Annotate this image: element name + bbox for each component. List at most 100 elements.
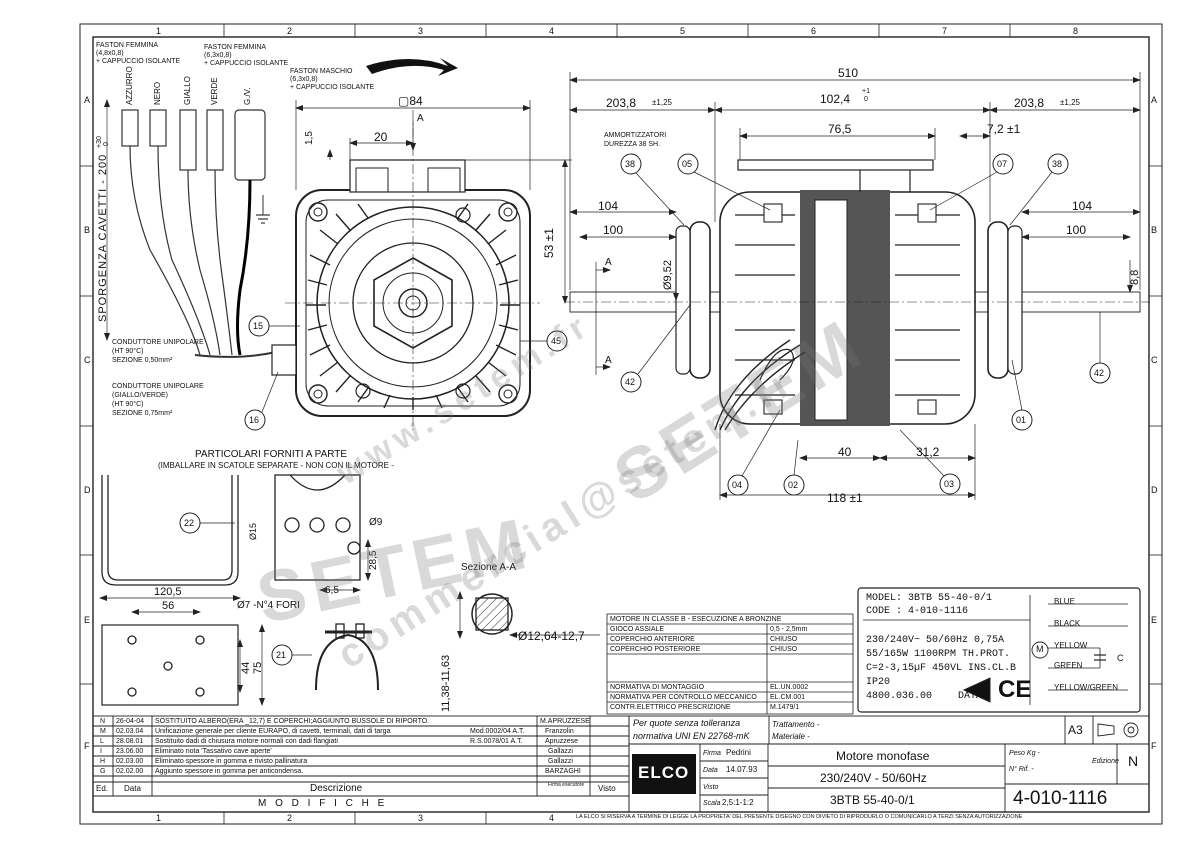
section-mark-a-top: A xyxy=(417,113,424,124)
zone-col-5: 5 xyxy=(680,26,686,36)
specs-r8-c1: M.1479/1 xyxy=(770,704,800,711)
rev-g-date: 02.02.00 xyxy=(116,768,144,775)
elco-logo-text: ELCO xyxy=(638,763,690,782)
faston-female-63-label: FASTON FEMMINA (6,3x0,8) + CAPPUCCIO ISO… xyxy=(204,44,289,67)
faston-female-48-label: FASTON FEMMINA (4,8x0,8) + CAPPUCCIO ISO… xyxy=(96,42,181,65)
specs-r7-c0: NORMATIVA PER CONTROLLO MECCANICO xyxy=(610,694,757,701)
visto-label: Visto xyxy=(703,784,719,791)
nameplate-line-4: IP20 xyxy=(866,677,891,688)
dim-31-2: 31,2 xyxy=(916,445,940,459)
wire-green: GREEN xyxy=(1054,661,1083,670)
rev-h-firma: Gallazzi xyxy=(548,758,573,765)
callout-01: 01 xyxy=(1016,415,1027,425)
zone-col-8: 8 xyxy=(1073,26,1079,36)
zone-col-2: 2 xyxy=(287,26,293,36)
specs-r7-c1: EL.CM.001 xyxy=(770,694,806,701)
section-aa-label: Sezione A-A xyxy=(461,562,517,573)
parts-subtitle: (IMBALLARE IN SCATOLE SEPARATE - NON CON… xyxy=(158,461,394,470)
rev-i-ed: I xyxy=(100,748,102,755)
dim-203-left-tol: ±1,25 xyxy=(652,98,672,107)
wire-black: BLACK xyxy=(1054,619,1081,628)
zone-col-4: 4 xyxy=(549,26,555,36)
dim-203-right: 203,8 xyxy=(1014,96,1045,110)
drawing-subtitle: 230/240V - 50/60Hz xyxy=(820,771,927,785)
rev-h-ed: H xyxy=(100,758,106,765)
rev-l-ref: R.S.0078/01 A.T. xyxy=(470,738,523,745)
dim-120-5: 120,5 xyxy=(154,586,182,598)
sporgenza-cavetti-label: SPORGENZA CAVETTI - 200 xyxy=(97,153,109,322)
zone-col-3-bottom: 3 xyxy=(418,813,424,823)
dim-44: 44 xyxy=(240,661,252,674)
rev-g-ed: G xyxy=(100,768,106,775)
specs-r3-c0: COPERCHIO POSTERIORE xyxy=(610,646,701,653)
rev-g-desc: Aggiunto spessore in gomma per anticonde… xyxy=(155,768,304,775)
specs-r0-c0: MOTORE IN CLASSE B - ESECUZIONE A BRONZI… xyxy=(610,616,782,623)
rev-n-desc: SOSTITUITO ALBERO(ERA _12,7) E COPERCHI;… xyxy=(155,718,430,725)
zone-row-c: C xyxy=(84,355,91,365)
callout-16: 16 xyxy=(249,415,260,425)
elco-logo xyxy=(632,754,696,794)
dim-75: 75 xyxy=(252,661,264,674)
callout-38-right: 38 xyxy=(1052,159,1063,169)
drawing-title: Motore monofase xyxy=(836,749,930,763)
dim-203-left: 203,8 xyxy=(606,96,637,110)
callout-leaders xyxy=(200,171,1101,656)
rev-i-date: 23.06.00 xyxy=(116,748,144,755)
zone-row-c-right: C xyxy=(1151,355,1158,365)
sporgenza-tolerance: +30 0 xyxy=(96,136,110,148)
zone-row-e-right: E xyxy=(1151,615,1158,625)
rev-h-desc: Eliminato spessore in gomma e rivisto pa… xyxy=(155,758,308,765)
specs-table-frame xyxy=(606,613,854,715)
title-block-frame xyxy=(92,715,1150,813)
edizione-value: N xyxy=(1128,753,1139,769)
rev-header-desc: Descrizione xyxy=(310,783,363,794)
zone-row-a-right: A xyxy=(1151,95,1158,105)
data-value: 14.07.93 xyxy=(726,765,758,774)
rif-label: N° Rif. - xyxy=(1009,766,1034,773)
dim-102-tol: +1 0 xyxy=(862,88,870,103)
specs-r3-c1: CHIUSO xyxy=(770,646,798,653)
section-mark-a-upper: A xyxy=(605,257,612,268)
dim-76-5: 76,5 xyxy=(828,122,852,136)
edizione-label: Edizione xyxy=(1092,758,1119,765)
rev-i-desc: Eliminato nota 'Tassativo cave aperte' xyxy=(155,748,272,755)
callout-45: 45 xyxy=(551,336,562,346)
sheet-format: A3 xyxy=(1068,723,1083,737)
specs-r2-c1: CHIUSO xyxy=(770,636,798,643)
rev-n-firma: M.APRUZZESE xyxy=(540,718,590,725)
zone-col-4-bottom: 4 xyxy=(549,813,555,823)
cable-harness xyxy=(104,99,277,358)
faston-male-63-label: FASTON MASCHIO (6,3x0,8) + CAPPUCCIO ISO… xyxy=(290,68,375,91)
specs-r1-c1: 0,5 - 2,5mm xyxy=(770,626,808,633)
zone-col-1: 1 xyxy=(156,26,162,36)
parts-title: PARTICOLARI FORNITI A PARTE xyxy=(195,449,348,460)
rev-i-firma: Gallazzi xyxy=(548,748,573,755)
wire-yellow-green: YELLOW/GREEN xyxy=(1054,683,1119,692)
specs-r6-c0: NORMATIVA DI MONTAGGIO xyxy=(610,684,705,691)
rev-m-ed: M xyxy=(100,728,106,735)
motor-front-view xyxy=(271,100,572,430)
rev-g-firma: BARZAGHI xyxy=(545,768,581,775)
zone-col-2-bottom: 2 xyxy=(287,813,293,823)
section-mark-a-lower: A xyxy=(605,355,612,366)
zone-row-b: B xyxy=(84,225,91,235)
zone-row-d-right: D xyxy=(1151,485,1158,495)
dim-100-right: 100 xyxy=(1066,223,1087,237)
dim-56: 56 xyxy=(162,600,175,612)
ammortizzatori-label: AMMORTIZZATORI DUREZZA 38 SH. xyxy=(604,132,667,148)
dim-510: 510 xyxy=(838,66,859,80)
zone-col-3: 3 xyxy=(418,26,424,36)
conductor-050-label: CONDUTTORE UNIPOLARE (HT 90°C) SEZIONE 0… xyxy=(112,339,204,364)
peso-label: Peso Kg - xyxy=(1009,750,1040,757)
wire-azzurro-label: AZZURRO xyxy=(125,66,134,105)
firma-label: Firma xyxy=(703,750,721,757)
dim-102: 102,4 xyxy=(820,92,851,106)
specs-r2-c0: COPERCHIO ANTERIORE xyxy=(610,636,695,643)
conductor-075-label: CONDUTTORE UNIPOLARE (GIALLO/VERDE) (HT … xyxy=(112,383,204,417)
zone-col-7: 7 xyxy=(942,26,948,36)
zone-row-a: A xyxy=(84,95,91,105)
capacitor-label: C xyxy=(1117,653,1124,663)
rev-m-date: 02.03.04 xyxy=(116,728,144,735)
holes-label: Ø7 -N°4 FORI xyxy=(237,600,300,611)
